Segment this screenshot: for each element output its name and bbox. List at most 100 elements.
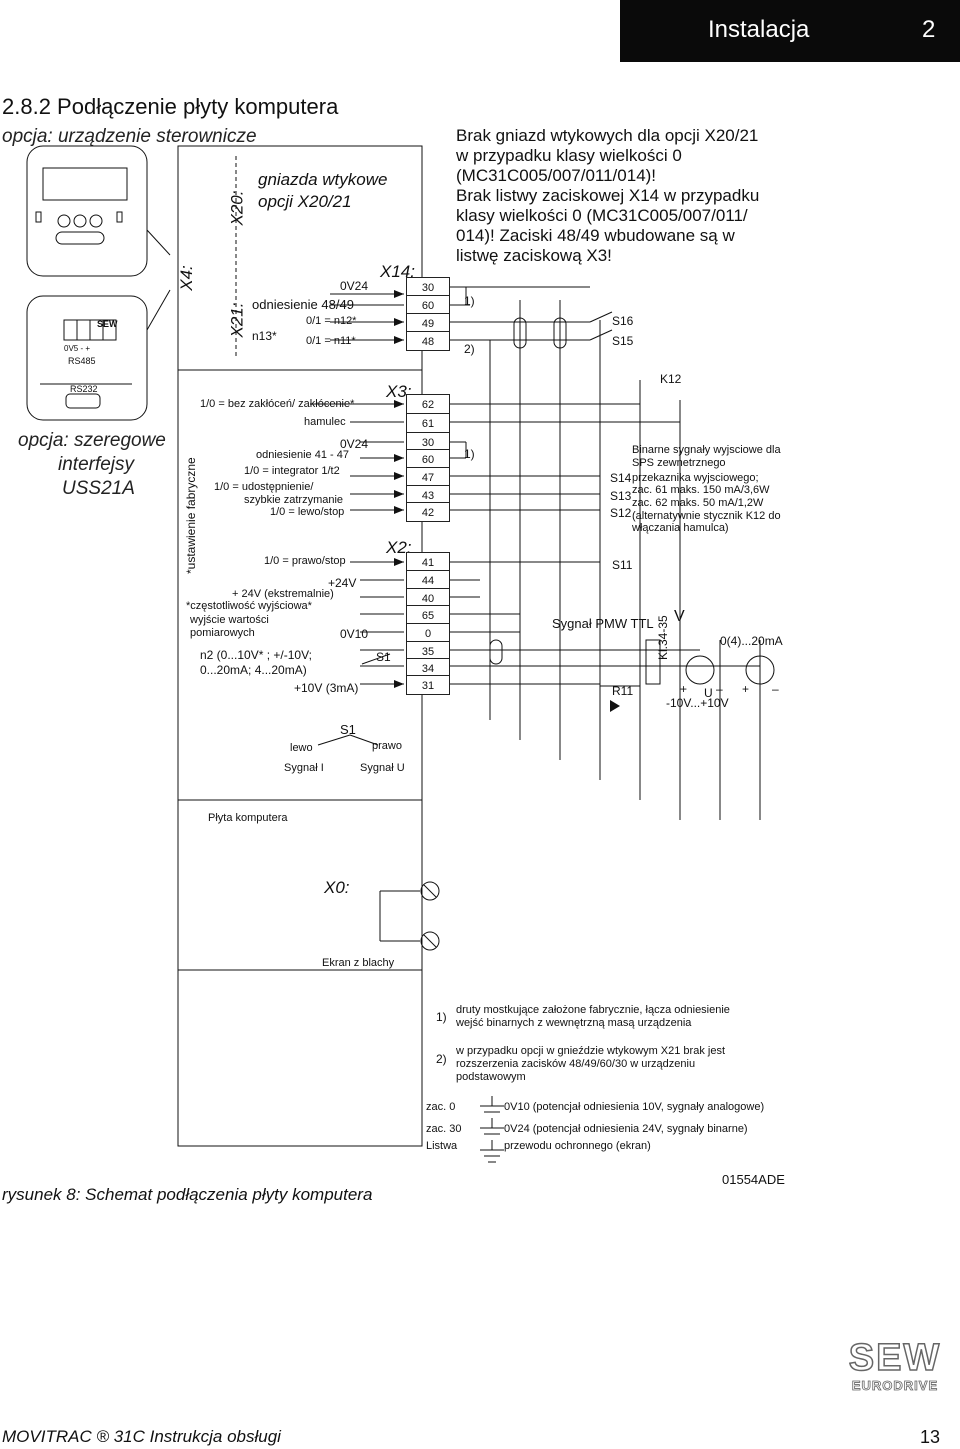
sew-eurodrive-logo: SEW EURODRIVE <box>836 1337 954 1394</box>
range-10v: -10V...+10V <box>666 696 729 710</box>
option-serial-line3: USS21A <box>62 478 135 499</box>
altern-label: (alternatywnie stycznik K12 do <box>632 510 781 522</box>
note-line-5: klasy wielkości 0 (MC31C005/007/011/ <box>456 206 748 225</box>
k12-label: K12 <box>660 372 682 386</box>
wyjscie-label: wyjście wartości <box>190 614 269 626</box>
x14-label: X14: <box>380 262 415 281</box>
przek-label: przekaznika wyjsciowego; <box>632 472 759 484</box>
n2-line1: n2 (0...10V* ; +/-10V; <box>200 648 312 662</box>
ov24-top: 0V24 <box>340 279 369 293</box>
controller-frame <box>177 145 423 1147</box>
p24v-label: +24V <box>328 576 357 590</box>
binarne-line2: SPS zewnetrznego <box>632 457 726 469</box>
note-block: Brak gniazd wtykowych dla opcji X20/21 w… <box>456 126 759 266</box>
binarne-line1: Binarne sygnały wyjsciowe dla <box>632 444 781 456</box>
fn2-line1: w przypadku opcji w gnieździe wtykowym X… <box>456 1045 726 1057</box>
footer-page: 13 <box>920 1427 941 1447</box>
keypad-pins: 0V5 - + <box>64 344 91 353</box>
footnote-2-marker: 2) <box>464 342 475 356</box>
pmw-label: Sygnał PMW TTL <box>552 616 654 631</box>
sew-mini-logo: SEW <box>97 319 118 329</box>
p10v-label: +10V (3mA) <box>294 681 359 695</box>
prawo-stop-label: 1/0 = prawo/stop <box>264 555 346 567</box>
chapter-number: 2 <box>922 16 936 43</box>
footer-manual: MOVITRAC ® 31C Instrukcja obsługi <box>2 1427 281 1446</box>
p24ext-label: + 24V (ekstremalnie) <box>232 588 334 600</box>
n11-label: 0/1 = n11* <box>306 335 356 347</box>
rs232-label: RS232 <box>70 384 98 394</box>
kl-label: Kl.34-35 <box>656 615 670 660</box>
x2-terminal-41: 41 <box>406 552 450 572</box>
s1-label: S1 <box>340 722 356 737</box>
odn4849: odniesienie 48/49 <box>252 297 354 312</box>
note-line-3: (MC31C005/007/011/014)! <box>456 166 657 185</box>
lewo-label: lewo <box>290 742 313 754</box>
ov10-label: 0V10 <box>340 627 369 641</box>
x14-terminal-48: 48 <box>406 331 450 351</box>
logo-top: SEW <box>848 1337 942 1379</box>
x3-terminal-60: 60 <box>406 449 450 469</box>
x4-label: X4: <box>176 265 196 291</box>
s12-label: S12 <box>610 506 632 520</box>
footnote-1-marker-top: 1) <box>464 294 475 308</box>
x0-label: X0: <box>324 878 350 897</box>
x2-terminal-65: 65 <box>406 605 450 625</box>
r11-label: R11 <box>612 684 634 698</box>
x3-terminal-42: 42 <box>406 502 450 522</box>
s14-label: S14 <box>610 471 632 485</box>
legend-zac30: zac. 30 <box>426 1123 462 1135</box>
ekran-label: Ekran z blachy <box>322 957 395 969</box>
x2-terminal-40: 40 <box>406 588 450 608</box>
legend-zac0-text: 0V10 (potencjał odniesienia 10V, sygnały… <box>504 1101 765 1113</box>
x2-terminal-35: 35 <box>406 641 450 661</box>
x2-terminal-44: 44 <box>406 570 450 590</box>
hamulec-label: hamulec <box>304 416 346 428</box>
note-line-4: Brak listwy zaciskowej X14 w przypadku <box>456 186 760 205</box>
note-line-7: listwę zaciskową X3! <box>456 246 612 265</box>
x3-terminal-62: 62 <box>406 394 450 414</box>
plus-v: + <box>680 682 688 696</box>
option-control-label: opcja: urządzenie sterownicze <box>2 126 257 147</box>
zac62-label: zac. 62 maks. 50 mA/1,2W <box>632 497 764 509</box>
rs232-connector <box>65 393 101 409</box>
page-heading: 2.8.2 Podłączenie płyty komputera <box>2 94 339 119</box>
x2-label: X2: <box>386 538 412 557</box>
szybkie-label: szybkie zatrzymanie <box>244 494 344 506</box>
section-title: Instalacja <box>708 16 810 43</box>
udost-label: 1/0 = udostępnienie/ <box>214 481 314 493</box>
s15-label: S15 <box>612 334 634 348</box>
x14-terminal-49: 49 <box>406 313 450 333</box>
signal-arrows <box>394 290 620 712</box>
pomiar-label: pomiarowych <box>190 627 255 639</box>
x21-label: X21: <box>227 302 247 338</box>
brake-label: 1/0 = bez zakłóceń/ zakłócenie* <box>200 398 355 410</box>
fn2-line3: podstawowym <box>456 1071 526 1083</box>
factory-setting-note: *ustawienie fabryczne <box>184 457 198 574</box>
header-banner: Instalacja 2 <box>620 0 960 62</box>
note-line-1: Brak gniazd wtykowych dla opcji X20/21 <box>456 126 759 145</box>
legend-zac30-text: 0V24 (potencjał odniesienia 24V, sygnały… <box>504 1123 748 1135</box>
s16-label: S16 <box>612 314 634 328</box>
gniazda-line1: gniazda wtykowe <box>258 170 388 189</box>
s13-label: S13 <box>610 489 632 503</box>
v-label: V <box>674 608 685 625</box>
plus-i: + <box>742 682 750 696</box>
keypad-display <box>42 167 128 201</box>
fn1-marker: 1) <box>436 1010 447 1024</box>
x14-terminal-30: 30 <box>406 277 450 297</box>
sygnal-i-label: Sygnał I <box>284 762 324 774</box>
fn1-line1: druty mostkujące założone fabrycznie, łą… <box>456 1004 730 1016</box>
fn1-line2: wejść binarnych z wewnętrzną masą urządz… <box>456 1017 692 1029</box>
lewo-stop-label: 1/0 = lewo/stop <box>270 506 345 518</box>
minus-i: – <box>772 682 779 696</box>
legend-listwa: Listwa <box>426 1140 458 1152</box>
odn4147: odniesienie 41 - 47 <box>256 449 349 461</box>
x3-label: X3: <box>386 382 412 401</box>
gniazda-line2: opcji X20/21 <box>258 192 352 211</box>
serial-module <box>26 295 148 421</box>
czest-label: *częstotliwość wyjściowa* <box>186 600 312 612</box>
zac61-label: zac. 61 maks. 150 mA/3,6W <box>632 484 770 496</box>
note-line-6: 014)! Zaciski 48/49 wbudowane są w <box>456 226 735 245</box>
rs485-label: RS485 <box>68 356 96 366</box>
note-line-2: w przypadku klasy wielkości 0 <box>456 146 682 165</box>
